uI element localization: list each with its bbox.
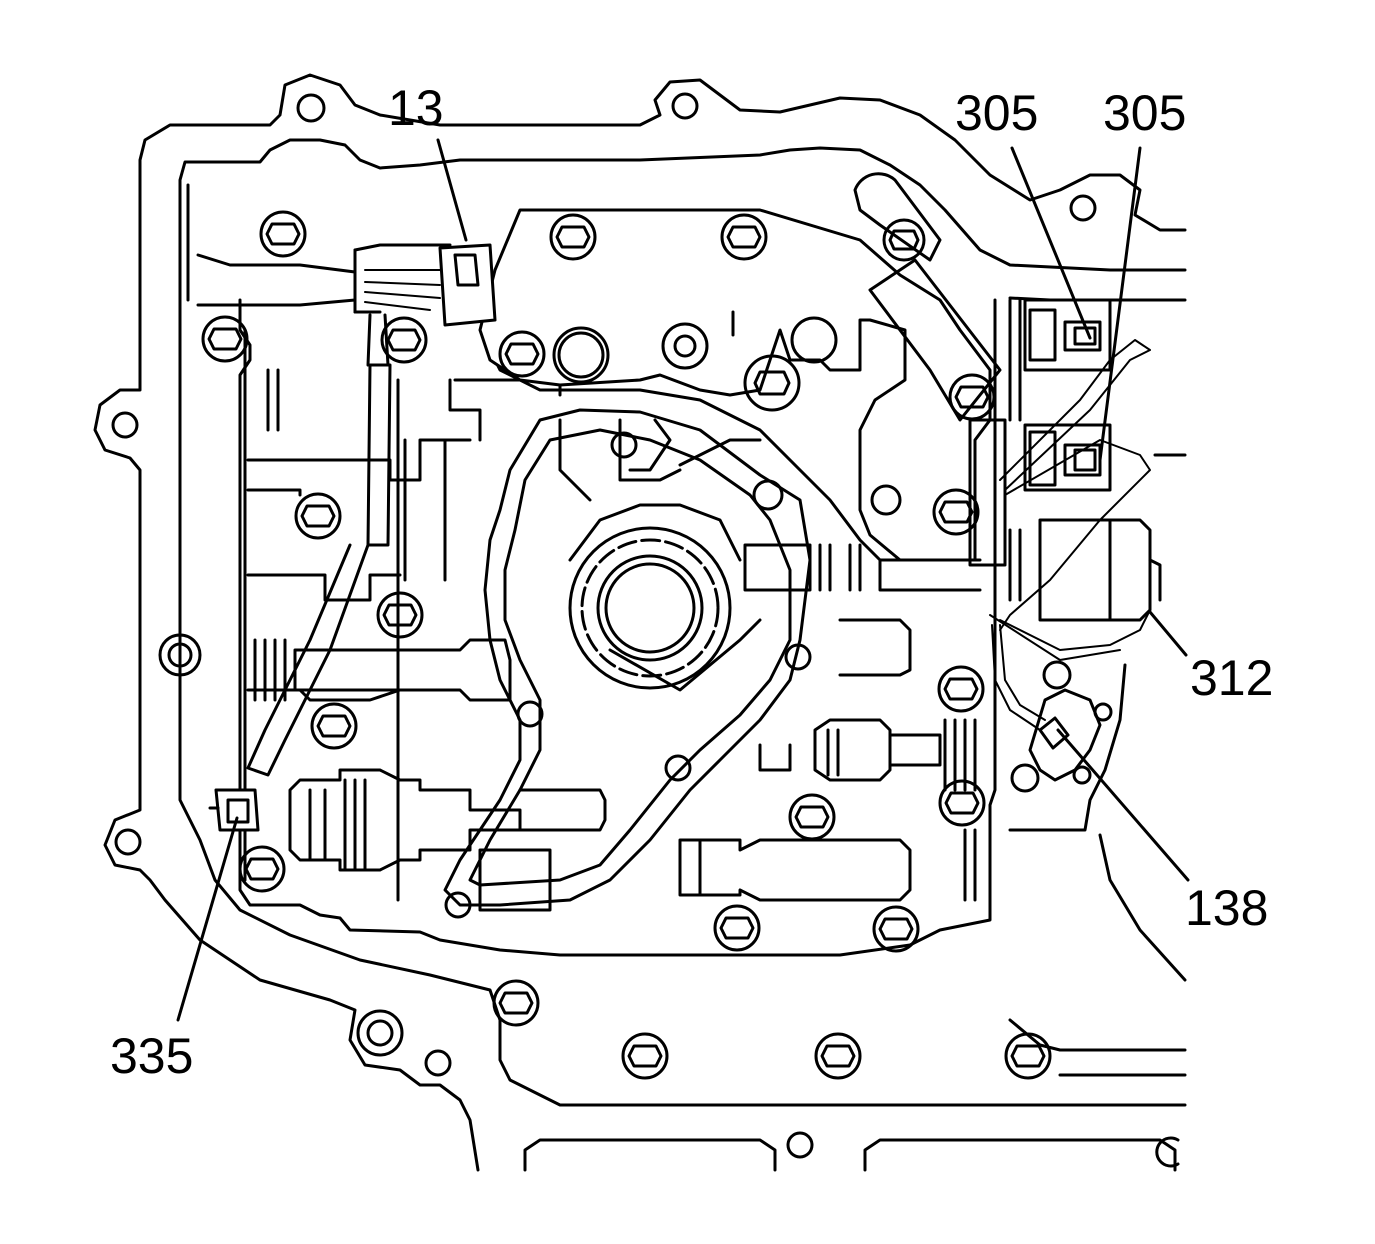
bolt bbox=[552, 326, 610, 384]
bolt bbox=[932, 488, 980, 536]
bolt bbox=[1010, 763, 1040, 793]
callout-305-a: 305 bbox=[955, 85, 1038, 141]
leader-line-13 bbox=[436, 138, 468, 242]
callout-labels: 13 305 305 312 138 335 bbox=[110, 80, 1273, 1084]
bolt bbox=[1042, 660, 1072, 690]
bolt bbox=[790, 316, 838, 364]
bolt bbox=[294, 492, 342, 540]
bolt bbox=[752, 479, 784, 511]
bolt bbox=[259, 210, 307, 258]
bolt bbox=[376, 591, 424, 639]
bolt bbox=[201, 315, 249, 363]
bolt bbox=[356, 1009, 404, 1057]
bolt bbox=[238, 845, 286, 893]
leader-line-335 bbox=[176, 816, 239, 1022]
upper-cover bbox=[478, 172, 1002, 562]
callout-305-b: 305 bbox=[1103, 85, 1186, 141]
bolt bbox=[938, 779, 986, 827]
callout-138: 138 bbox=[1185, 880, 1268, 936]
bolt bbox=[444, 891, 472, 919]
bolt bbox=[1004, 1032, 1052, 1080]
bolt bbox=[784, 643, 812, 671]
bolt bbox=[492, 979, 540, 1027]
bolt bbox=[516, 700, 544, 728]
oil-pump-body bbox=[443, 408, 812, 907]
wiring-harness bbox=[186, 183, 497, 832]
bolt bbox=[621, 1032, 669, 1080]
bolt bbox=[661, 322, 709, 370]
bolt bbox=[788, 793, 836, 841]
bolt bbox=[720, 213, 768, 261]
bolt bbox=[882, 218, 926, 262]
bolt bbox=[870, 484, 902, 516]
bolt bbox=[872, 905, 920, 953]
bolt bbox=[743, 354, 801, 412]
transmission-case bbox=[93, 73, 1187, 1172]
bolt bbox=[310, 702, 358, 750]
bolt bbox=[937, 665, 985, 713]
bolts bbox=[201, 210, 1072, 1080]
callout-335: 335 bbox=[110, 1028, 193, 1084]
leader-lines bbox=[176, 138, 1190, 1022]
bolt bbox=[814, 1032, 862, 1080]
leader-line-312 bbox=[1148, 610, 1188, 657]
leader-line-305-b bbox=[1098, 146, 1142, 462]
bolt bbox=[713, 904, 761, 952]
spool-valves bbox=[288, 543, 982, 912]
callout-13: 13 bbox=[388, 80, 444, 136]
bolt bbox=[498, 330, 546, 378]
solenoid-assembly bbox=[968, 298, 1187, 982]
bolt bbox=[549, 213, 597, 261]
callout-312: 312 bbox=[1190, 650, 1273, 706]
bolt bbox=[664, 754, 692, 782]
leader-line-138 bbox=[1056, 728, 1190, 882]
bolt bbox=[610, 431, 638, 459]
leader-line-305-a bbox=[1010, 146, 1092, 340]
